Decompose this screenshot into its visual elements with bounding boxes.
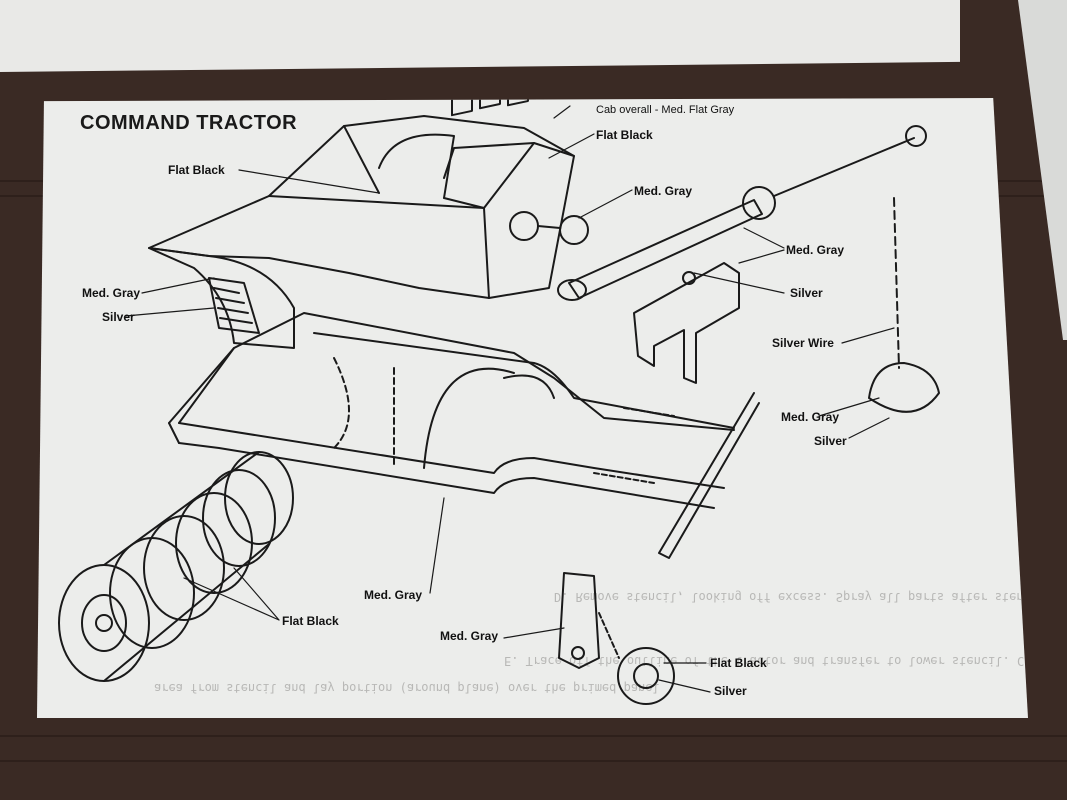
- sensor-dome: [868, 197, 940, 413]
- leader-lines: [125, 105, 895, 693]
- label-med-gray-knob: Med. Gray: [634, 184, 693, 198]
- diagram-title: COMMAND TRACTOR: [80, 112, 298, 134]
- label-silver-wire: Silver Wire: [772, 336, 834, 350]
- label-med-gray-fender: Med. Gray: [82, 286, 141, 300]
- label-flat-black-wheels: Flat Black: [282, 614, 339, 628]
- label-flat-black-cab-top: Flat Black: [596, 128, 653, 142]
- front-fender: [148, 247, 295, 349]
- label-silver-fender: Silver: [102, 310, 135, 324]
- label-med-gray-frame: Med. Gray: [364, 588, 423, 602]
- chassis-frame: [168, 312, 760, 559]
- label-silver-wheel: Silver: [714, 684, 747, 698]
- mount-bracket: [633, 262, 740, 384]
- label-med-gray-arm: Med. Gray: [786, 243, 845, 257]
- knob-part: [509, 211, 589, 245]
- wheel-fork: [558, 572, 675, 705]
- label-med-gray-fork: Med. Gray: [440, 629, 499, 643]
- tread-wheels: [58, 451, 294, 682]
- rear-fender-arch: [423, 367, 555, 469]
- label-med-gray-dome: Med. Gray: [781, 410, 840, 424]
- label-flat-black-left: Flat Black: [168, 163, 225, 177]
- label-cab-overall: Cab overall - Med. Flat Gray: [596, 104, 735, 116]
- tractor-exploded-drawing: [58, 98, 940, 705]
- background-paper-top: [0, 0, 960, 72]
- control-arm: [557, 125, 927, 301]
- cab-body: [148, 98, 575, 299]
- label-flat-black-wheel: Flat Black: [710, 656, 767, 670]
- instruction-sheet: D. Remove stencil, looking off excess. S…: [36, 98, 1028, 718]
- label-silver-dome: Silver: [814, 434, 847, 448]
- background-paper-right: [1018, 0, 1067, 340]
- label-silver-bracket: Silver: [790, 286, 823, 300]
